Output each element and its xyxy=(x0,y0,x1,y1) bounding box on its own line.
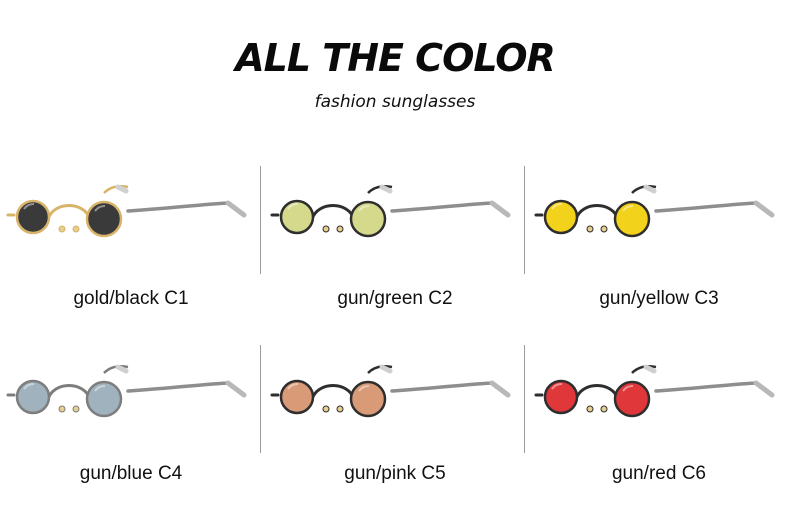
temple-tip xyxy=(489,380,511,398)
temple-tip-upper xyxy=(379,364,393,374)
lens-highlight xyxy=(358,204,370,212)
nose-pad xyxy=(586,225,594,233)
product-card-c1[interactable]: gold/black C1 xyxy=(0,175,262,335)
nose-pad xyxy=(336,225,344,233)
temple-arm xyxy=(126,201,230,213)
temple-arm-upper xyxy=(367,185,393,194)
lens-highlight xyxy=(551,202,563,210)
lens-highlight xyxy=(23,382,35,390)
round-sunglasses-icon xyxy=(534,184,775,238)
temple-tip-upper xyxy=(643,364,657,374)
column-divider xyxy=(260,166,261,274)
product-label: gun/red C6 xyxy=(611,463,706,484)
temple-tip xyxy=(753,380,775,398)
temple-arm xyxy=(390,201,494,213)
lens-highlight xyxy=(287,202,299,210)
temple-arm xyxy=(390,381,494,393)
lens-highlight xyxy=(622,204,634,212)
product-label: gun/pink C5 xyxy=(344,463,446,484)
temple-tip xyxy=(225,200,247,218)
temple-arm-upper xyxy=(367,365,393,374)
product-card-c3[interactable]: gun/yellow C3 xyxy=(528,175,790,335)
nose-pad xyxy=(600,405,608,413)
nose-pad xyxy=(336,405,344,413)
temple-tip xyxy=(489,200,511,218)
bridge xyxy=(46,384,92,400)
temple-arm xyxy=(654,381,758,393)
right-lens xyxy=(85,380,123,418)
lens-highlight xyxy=(287,382,299,390)
bridge xyxy=(574,204,620,220)
product-label: gun/blue C4 xyxy=(79,463,183,484)
left-lens xyxy=(543,199,579,235)
column-divider xyxy=(260,345,261,453)
right-lens xyxy=(349,200,387,238)
lens-highlight xyxy=(94,384,106,392)
left-lens xyxy=(15,379,51,415)
nose-pad xyxy=(322,405,330,413)
nose-pad xyxy=(58,225,66,233)
product-label: gold/black C1 xyxy=(73,288,189,309)
temple-tip xyxy=(753,200,775,218)
lens-highlight xyxy=(622,384,634,392)
temple-arm xyxy=(126,381,230,393)
round-sunglasses-icon xyxy=(6,364,247,418)
round-sunglasses-icon xyxy=(6,184,247,238)
nose-pad xyxy=(72,405,80,413)
page-subtitle: fashion sunglasses xyxy=(314,92,476,112)
product-card-c2[interactable]: gun/green C2 xyxy=(264,175,526,335)
nose-pad xyxy=(600,225,608,233)
temple-tip-upper xyxy=(115,364,129,374)
bridge xyxy=(310,384,356,400)
product-card-c5[interactable]: gun/pink C5 xyxy=(264,355,526,515)
lens-highlight xyxy=(358,384,370,392)
right-lens xyxy=(349,380,387,418)
bridge xyxy=(574,384,620,400)
product-card-c6[interactable]: gun/red C6 xyxy=(528,355,790,515)
lens-highlight xyxy=(551,382,563,390)
round-sunglasses-icon xyxy=(270,364,511,418)
product-card-c4[interactable]: gun/blue C4 xyxy=(0,355,262,515)
bridge xyxy=(46,204,92,220)
temple-tip-upper xyxy=(643,184,657,194)
left-lens xyxy=(279,199,315,235)
round-sunglasses-icon xyxy=(270,184,511,238)
temple-arm xyxy=(654,201,758,213)
temple-arm-upper xyxy=(103,185,129,194)
nose-pad xyxy=(72,225,80,233)
right-lens xyxy=(613,380,651,418)
nose-pad xyxy=(322,225,330,233)
temple-tip-upper xyxy=(115,184,129,194)
temple-tip-upper xyxy=(379,184,393,194)
temple-arm-upper xyxy=(631,185,657,194)
column-divider xyxy=(524,345,525,453)
right-lens xyxy=(613,200,651,238)
lens-highlight xyxy=(94,204,106,212)
round-sunglasses-icon xyxy=(534,364,775,418)
left-lens xyxy=(279,379,315,415)
temple-arm-upper xyxy=(631,365,657,374)
temple-arm-upper xyxy=(103,365,129,374)
temple-tip xyxy=(225,380,247,398)
nose-pad xyxy=(586,405,594,413)
lens-highlight xyxy=(23,202,35,210)
product-label: gun/yellow C3 xyxy=(599,288,719,309)
nose-pad xyxy=(58,405,66,413)
bridge xyxy=(310,204,356,220)
column-divider xyxy=(524,166,525,274)
right-lens xyxy=(85,200,123,238)
left-lens xyxy=(543,379,579,415)
product-label: gun/green C2 xyxy=(337,288,453,309)
page-title: ALL THE COLOR xyxy=(235,36,556,80)
left-lens xyxy=(15,199,51,235)
